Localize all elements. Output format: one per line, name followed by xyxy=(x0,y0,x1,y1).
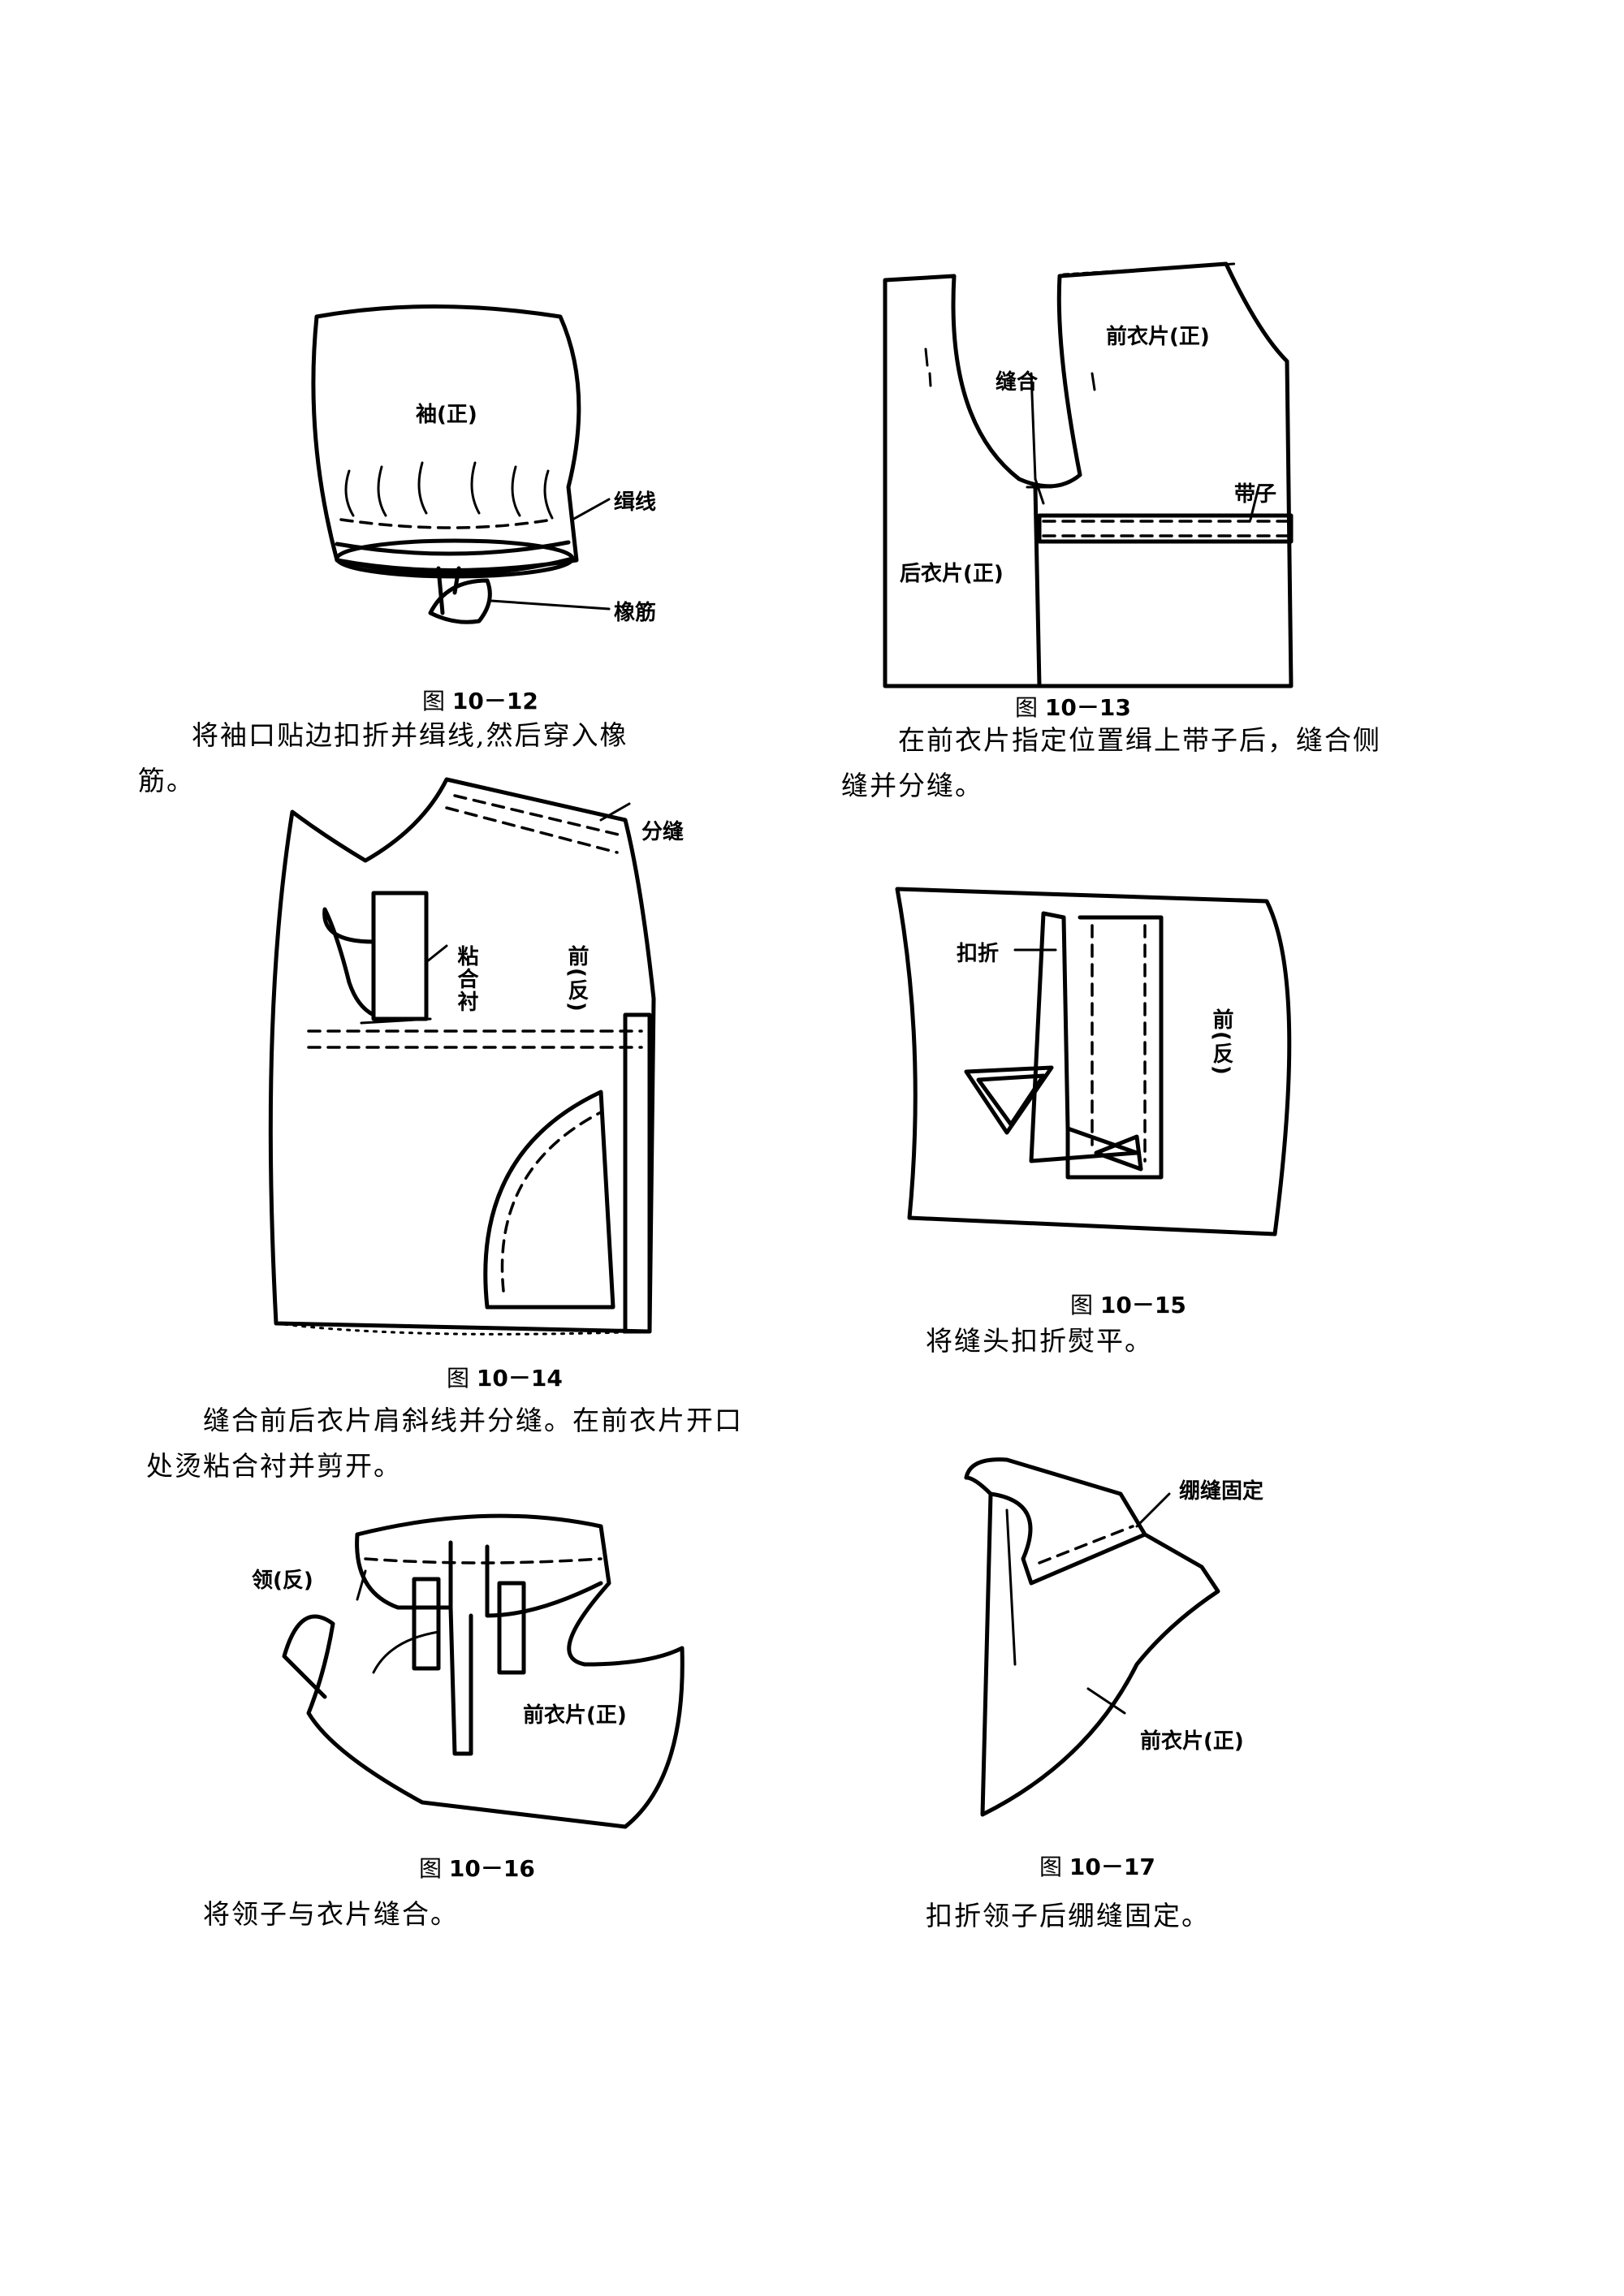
collar-reverse-label: 领(反) xyxy=(252,1569,313,1593)
instruction-text-10-17: 扣折领子后绷缝固定。 xyxy=(926,1900,1210,1931)
sleeve-label: 袖(正) xyxy=(416,403,477,427)
caption-10-14: 图 10－14 xyxy=(447,1365,563,1392)
instruction-text-10-16: 将领子与衣片缝合。 xyxy=(203,1898,459,1930)
sleeve-drawing xyxy=(311,304,611,624)
caption-10-12: 图 10－12 xyxy=(422,688,538,714)
collar-attach-drawing xyxy=(282,1513,685,1829)
front-piece-label: 前衣片(正) xyxy=(1106,325,1210,349)
instruction-text-10-14: 缝合前后衣片肩斜线并分缝。在前衣片开口 处烫粘合衬并剪开。 xyxy=(146,1405,743,1482)
caption-10-15: 图 10－15 xyxy=(1070,1292,1186,1318)
back-piece-label: 后衣片(正) xyxy=(900,562,1004,586)
instruction-text-10-15: 将缝头扣折熨平。 xyxy=(926,1325,1153,1357)
stitch-label: 缉线 xyxy=(614,490,657,515)
front-reverse-label-2: 前(反) xyxy=(1209,1008,1233,1077)
elastic-label: 橡筋 xyxy=(614,601,657,625)
front-reverse-label: 前(反) xyxy=(564,945,589,1013)
caption-10-16: 图 10－16 xyxy=(419,1855,535,1882)
front-piece-label-3: 前衣片(正) xyxy=(1140,1729,1244,1754)
collar-tack-drawing xyxy=(964,1457,1220,1817)
seam-label: 缝合 xyxy=(996,370,1039,395)
fold-placket-drawing xyxy=(895,887,1292,1236)
instruction-text-10-13: 在前衣片指定位置缉上带子后，缝合侧 缝并分缝。 xyxy=(841,724,1381,801)
instruction-text-10-12: 将袖口贴边扣折并缉线,然后穿入橡 筋。 xyxy=(138,719,628,796)
band-label: 带子 xyxy=(1234,482,1277,507)
front-piece-label-2: 前衣片(正) xyxy=(523,1703,627,1728)
caption-10-13: 图 10－13 xyxy=(1015,694,1131,721)
split-seam-label: 分缝 xyxy=(641,820,685,844)
bodice-band-drawing xyxy=(883,261,1294,688)
caption-10-17: 图 10－17 xyxy=(1039,1854,1155,1880)
tack-label: 绷缝固定 xyxy=(1179,1479,1264,1504)
shoulder-seam-drawing xyxy=(268,777,656,1336)
interlining-label: 粘合衬 xyxy=(454,945,478,1013)
fold-label: 扣折 xyxy=(957,942,1000,966)
